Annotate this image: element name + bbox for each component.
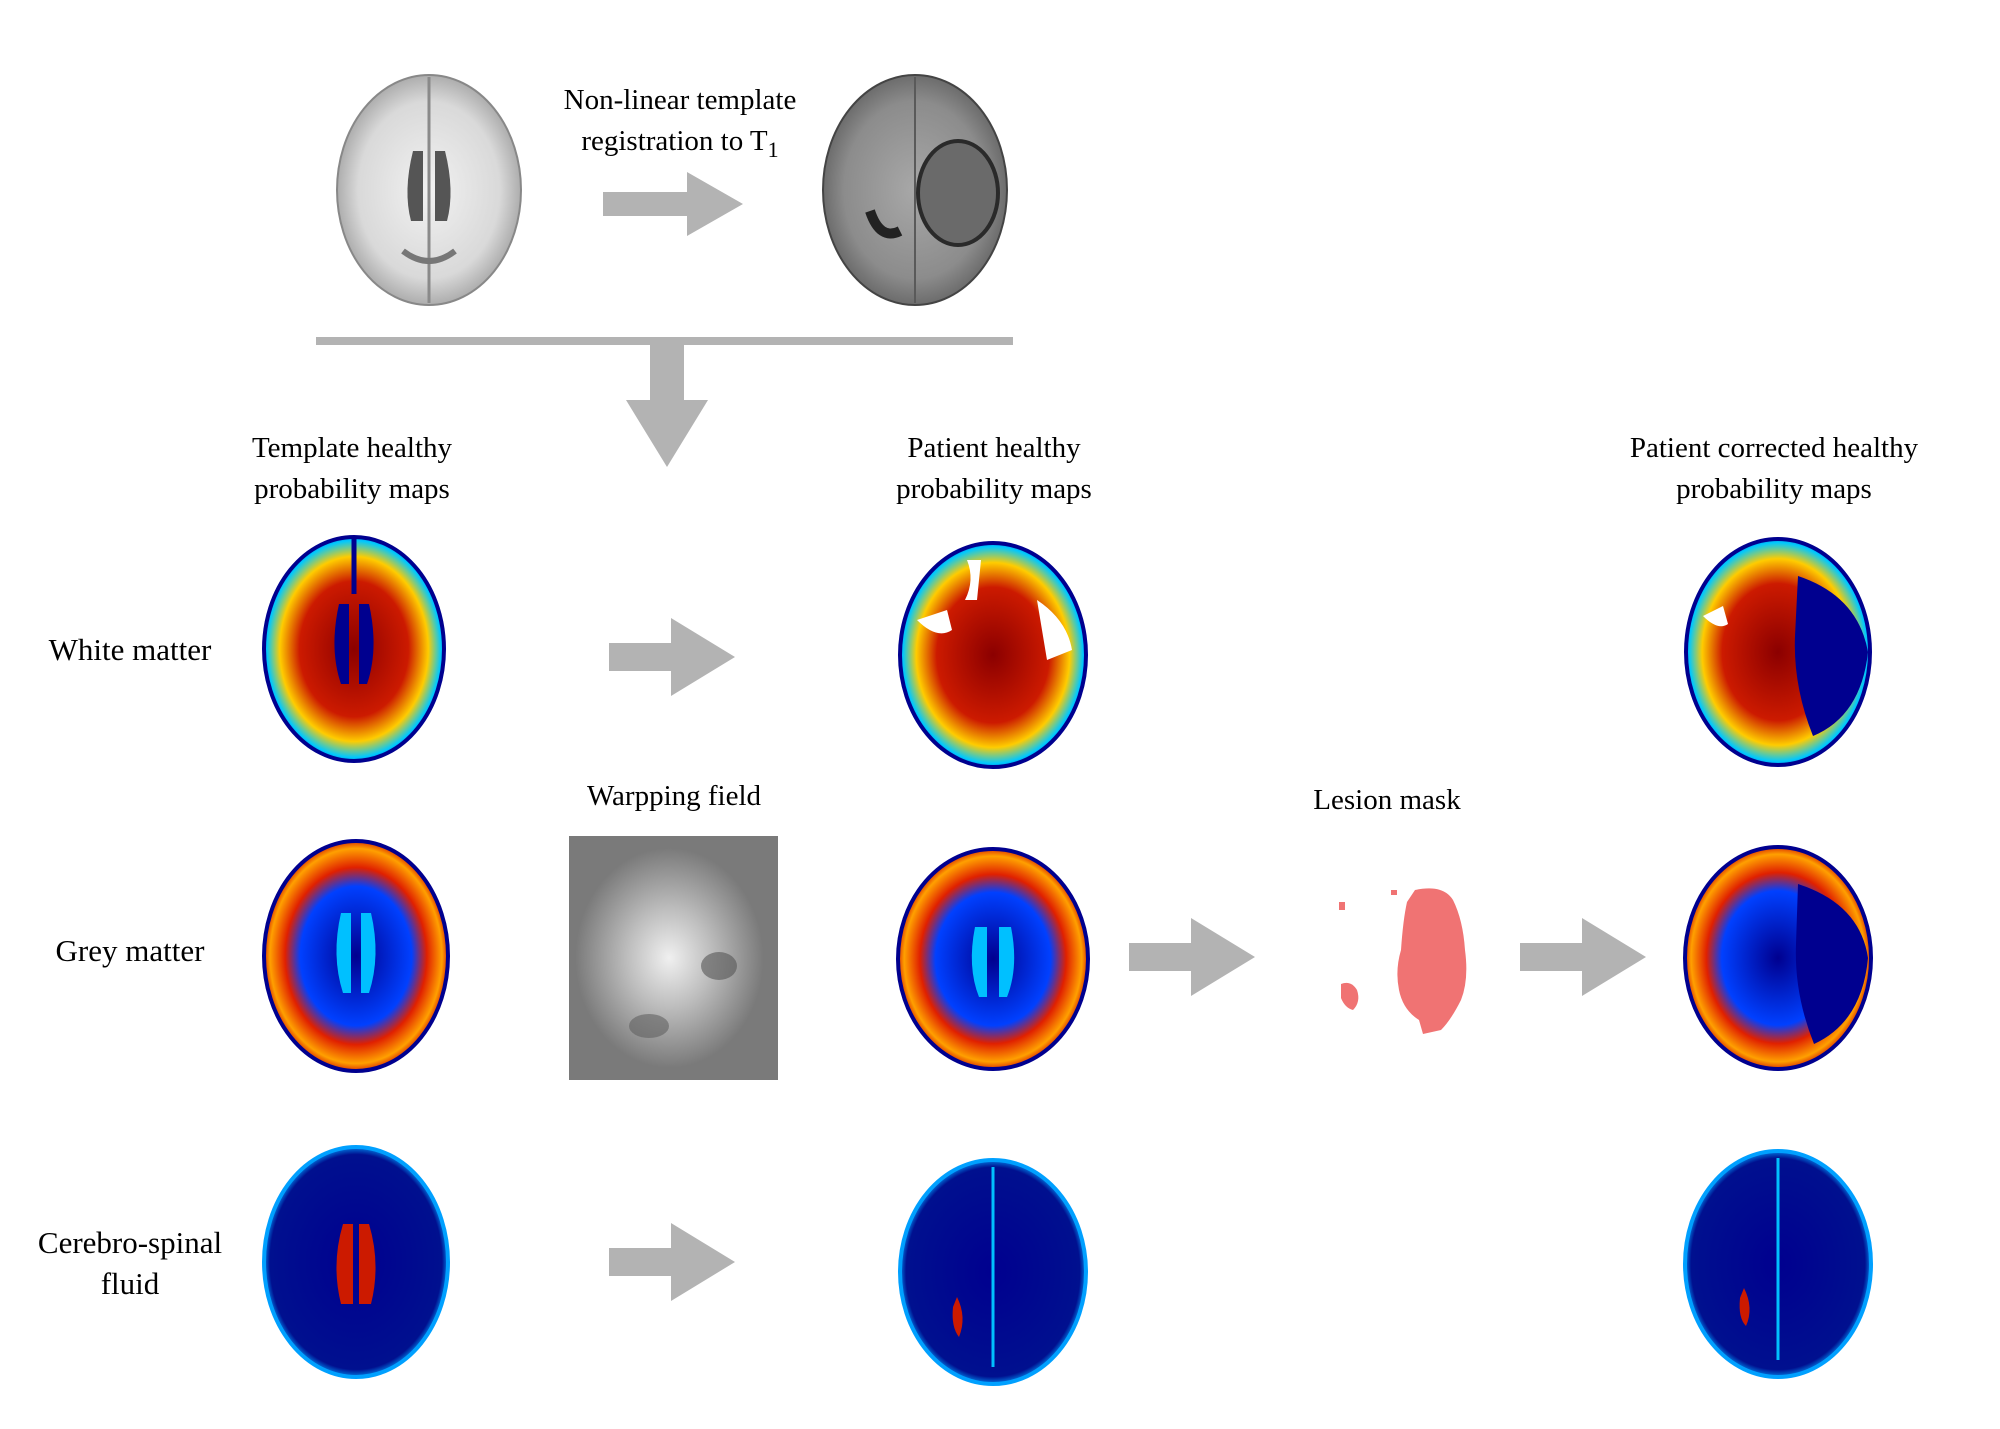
patient-grey-matter-map (895, 847, 1092, 1072)
corrected-maps-header: Patient corrected healthy probability ma… (1629, 432, 1919, 505)
patient-csf-map (897, 1157, 1090, 1387)
csf-arrow (609, 1223, 735, 1301)
corrected-white-matter-map (1683, 536, 1874, 768)
wm-arrow (609, 618, 735, 696)
template-white-matter-map (261, 534, 448, 764)
corrected-csf-map (1682, 1148, 1875, 1380)
registration-arrow (603, 172, 743, 236)
template-t1-brain (333, 71, 525, 309)
lesion-mask-image (1323, 880, 1483, 1040)
corrected-grey-matter-map (1682, 844, 1874, 1072)
patient-t1-brain (820, 71, 1010, 309)
template-maps-header: Template healthy probability maps (251, 432, 453, 505)
patient-maps-header: Patient healthy probability maps (896, 432, 1092, 505)
divider-bar (316, 337, 1013, 345)
lesion-mask-label: Lesion mask (1313, 784, 1461, 816)
template-csf-map (261, 1144, 452, 1381)
registration-label: Non-linear template registration to T1 (563, 84, 797, 162)
down-arrow (626, 345, 708, 467)
row-label-grey-matter: Grey matter (55, 933, 205, 968)
lesion-to-corrected-arrow (1520, 918, 1646, 996)
warping-field-label: Warpping field (586, 780, 762, 812)
template-grey-matter-map (261, 838, 452, 1075)
warping-field-image (569, 836, 778, 1080)
row-label-white-matter: White matter (48, 632, 212, 667)
row-label-csf: Cerebro-spinal fluid (37, 1225, 223, 1301)
patient-white-matter-map (897, 540, 1090, 770)
gm-to-lesion-arrow (1129, 918, 1255, 996)
